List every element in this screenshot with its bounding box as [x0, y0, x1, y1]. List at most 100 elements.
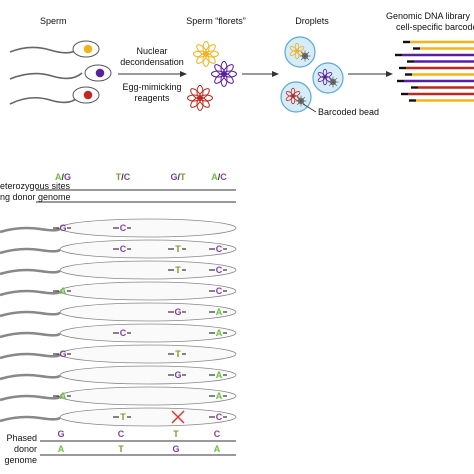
arrow1-text-line1: Nuclear [136, 46, 167, 56]
bead-barcode-strand [300, 100, 306, 106]
bead-barcode-strand [332, 81, 338, 87]
droplet [280, 81, 312, 113]
sperm-row-head [59, 365, 237, 385]
library-label-line2: cell-specific barcode [396, 22, 474, 32]
sites-label-line1: eterozygous sites [0, 181, 71, 191]
observed-allele: C [216, 265, 223, 275]
observed-allele: G [59, 349, 66, 359]
sperm-nucleus-yellow [83, 44, 93, 54]
observed-allele: T [175, 244, 181, 254]
floret-petal [214, 64, 226, 76]
floret [211, 61, 237, 87]
observed-allele: G [59, 223, 66, 233]
phased-allele-hap2: A [214, 444, 221, 454]
observed-allele: C [120, 223, 127, 233]
failed-site-mark [171, 410, 185, 424]
phased-label-line2: donor [14, 444, 37, 454]
observed-allele: C [120, 244, 127, 254]
droplet-circle [284, 36, 316, 68]
observed-allele: C [216, 286, 223, 296]
sperm-row-tail [0, 247, 62, 255]
sperm-tail [9, 46, 79, 54]
observed-allele: T [120, 412, 126, 422]
droplet-circle [280, 81, 312, 113]
site-slash: / [178, 172, 181, 182]
droplets-group [280, 36, 344, 113]
sperm-nucleus-purple [95, 68, 105, 78]
phased-allele-hap1: C [214, 429, 221, 439]
sperm-row-head [59, 323, 237, 343]
observed-allele: C [120, 328, 127, 338]
florets-label: Sperm “florets” [186, 16, 246, 26]
phased-allele-hap2: A [58, 444, 65, 454]
observed-allele: C [216, 244, 223, 254]
sperm-row-head [59, 281, 237, 301]
observed-allele: G [174, 370, 181, 380]
droplets-label: Droplets [295, 16, 329, 26]
bead-barcode-strand [304, 51, 310, 57]
floret [187, 85, 213, 111]
site-allele-b: C [220, 172, 227, 182]
site-slash: / [121, 172, 124, 182]
sperm-row-head [59, 302, 237, 322]
observed-allele: A [216, 370, 223, 380]
sperm-row-head [59, 344, 237, 364]
bead-barcode-strand [296, 96, 302, 102]
arrow-head [272, 71, 279, 77]
sperm-row-tail [0, 226, 62, 234]
floret-petal [190, 88, 202, 100]
florets-group [187, 41, 237, 111]
observed-allele: T [175, 265, 181, 275]
site-allele-a: G [170, 172, 177, 182]
droplet [284, 36, 316, 68]
droplet [312, 62, 344, 94]
site-allele-a: T [116, 172, 122, 182]
site-allele-b: C [124, 172, 131, 182]
phased-allele-hap1: G [57, 429, 64, 439]
bead-barcode-strand [300, 55, 306, 61]
site-allele-b: T [180, 172, 186, 182]
bead-barcode-strand [296, 100, 302, 106]
sperm-group [9, 40, 112, 105]
phased-label-line3: genome [4, 455, 37, 465]
sperm-row-tail [0, 373, 62, 381]
arrow-head [386, 71, 393, 77]
sperm-row-tail [0, 331, 62, 339]
bead-barcode-strand [300, 96, 306, 102]
sperm-row-tail [0, 268, 62, 276]
arrow-decondensation: Nuclear decondensation Egg-mimicking rea… [118, 46, 187, 103]
arrow1-text-line3: Egg-mimicking [122, 82, 181, 92]
sperm-row-tail [0, 394, 62, 402]
bead-barcode-strand [304, 55, 310, 61]
sperm-row-head [59, 407, 237, 427]
sperm-row-head [59, 386, 237, 406]
bead-barcode-strand [300, 51, 306, 57]
droplet-floret-petal [289, 46, 298, 52]
sperm-row-tail [0, 415, 62, 423]
sperm-row-head [59, 260, 237, 280]
dna-library-group [395, 40, 474, 102]
phased-allele-hap1: C [118, 429, 125, 439]
observed-allele: A [216, 328, 223, 338]
site-label: A/C [211, 172, 227, 182]
sites-label-line2: ng donor genome [0, 192, 71, 202]
droplet-circle [312, 62, 344, 94]
site-allele-b: G [64, 172, 71, 182]
sperm-tail [9, 96, 79, 105]
arrow1-text-line4: reagents [134, 93, 170, 103]
bead-barcode-strand [332, 77, 338, 83]
sperm-row-tail [0, 289, 62, 297]
site-allele-a: A [55, 172, 62, 182]
